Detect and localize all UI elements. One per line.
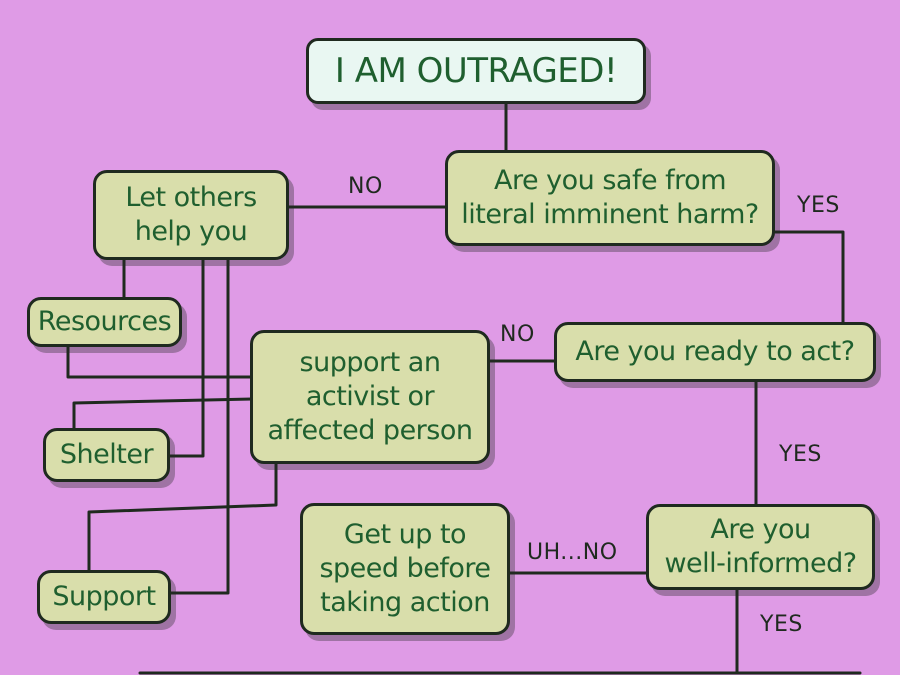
label-safe-yes: YES (797, 193, 840, 218)
node-ready-question: Are you ready to act? (554, 322, 876, 382)
edge-let-others-to-shelter (168, 256, 205, 458)
edge-shelter-to-support-activist (72, 397, 254, 430)
edge-support-activist-to-support (87, 460, 278, 572)
edge-let-others-to-support (168, 256, 230, 595)
label-ready-yes: YES (779, 442, 822, 467)
label-informed-no: UH...NO (527, 540, 618, 565)
node-support: Support (37, 570, 171, 624)
label-ready-no: NO (500, 322, 535, 347)
node-support-activist: support an activist or affected person (250, 330, 490, 464)
node-outraged: I AM OUTRAGED! (306, 38, 646, 104)
label-informed-yes: YES (760, 612, 803, 637)
node-resources: Resources (27, 297, 182, 347)
node-well-informed-question: Are you well-informed? (646, 504, 875, 590)
node-safe-question: Are you safe from literal imminent harm? (445, 150, 775, 246)
edge-resources-to-support-activist (66, 343, 254, 379)
node-let-others-help: Let others help you (93, 170, 289, 260)
node-shelter: Shelter (43, 428, 170, 482)
edge-safe-yes-to-ready (771, 230, 845, 324)
label-safe-no: NO (348, 174, 383, 199)
node-get-up-to-speed: Get up to speed before taking action (300, 503, 510, 635)
